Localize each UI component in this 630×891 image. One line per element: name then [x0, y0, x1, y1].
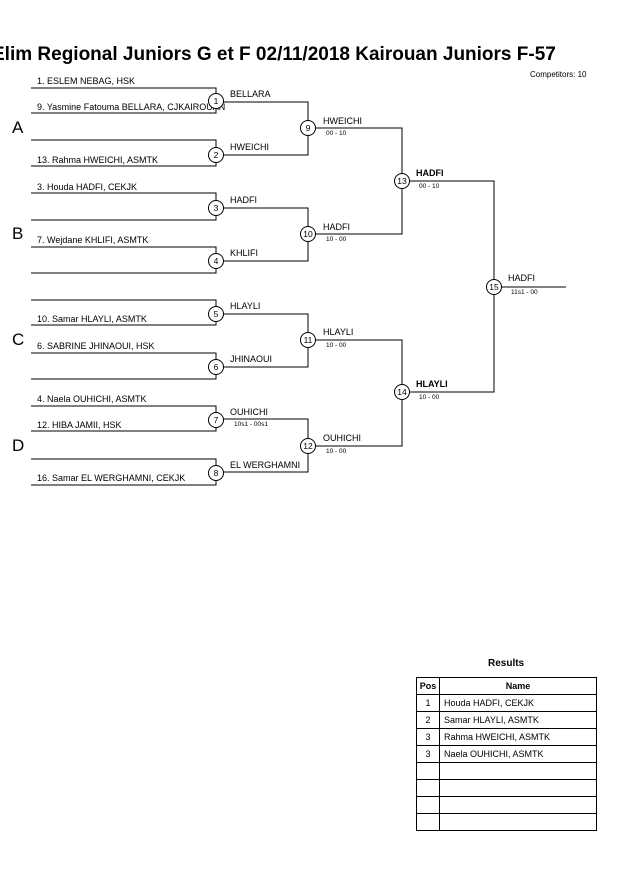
- column-header-pos: Pos: [416, 677, 440, 695]
- table-row: [416, 762, 597, 780]
- entry-line: 1. ESLEM NEBAG, HSK: [37, 76, 136, 86]
- result-pos: [416, 796, 440, 814]
- table-row: [416, 779, 597, 797]
- match-number: 6: [208, 359, 224, 375]
- match-winner: OUHICHI: [230, 407, 268, 417]
- match-winner: BELLARA: [230, 89, 271, 99]
- result-name: Houda HADFI, CEKJK: [439, 694, 597, 712]
- match-winner: JHINAOUI: [230, 354, 273, 364]
- result-pos: [416, 779, 440, 797]
- match-number: 13: [394, 173, 410, 189]
- match-winner: OUHICHI: [323, 433, 361, 443]
- match-number: 3: [208, 200, 224, 216]
- match-winner: KHLIFI: [230, 248, 259, 258]
- results-title: Results: [488, 658, 525, 669]
- match-number: 14: [394, 384, 410, 400]
- match-number: 8: [208, 465, 224, 481]
- result-name: [439, 796, 597, 814]
- column-header-name: Name: [439, 677, 597, 695]
- match-number: 10: [300, 226, 316, 242]
- match-score: 10 - 00: [419, 394, 440, 401]
- entry-line: 16. Samar EL WERGHAMNI, CEKJK: [37, 473, 186, 483]
- match-winner: HWEICHI: [230, 142, 269, 152]
- entry-line: 9. Yasmine Fatouma BELLARA, CJKAIROUAN: [37, 102, 226, 112]
- match-score: 10s1 - 00s1: [234, 421, 268, 428]
- match-winner: HADFI: [323, 222, 350, 232]
- match-winner: HADFI: [230, 195, 257, 205]
- match-number: 9: [300, 120, 316, 136]
- match-score: 00 - 10: [326, 130, 347, 137]
- match-score: 10 - 00: [326, 342, 347, 349]
- entry-line: 4. Naela OUHICHI, ASMTK: [37, 394, 147, 404]
- match-number: 1: [208, 93, 224, 109]
- page-title: Elim Regional Juniors G et F 02/11/2018 …: [0, 44, 556, 65]
- match-score: 00 - 10: [419, 183, 440, 190]
- entry-line: 3. Houda HADFI, CEKJK: [37, 182, 138, 192]
- match-winner: HWEICHI: [323, 116, 362, 126]
- result-name: Samar HLAYLI, ASMTK: [439, 711, 597, 729]
- match-winner: HLAYLI: [416, 379, 448, 389]
- entry-line: 12. HIBA JAMII, HSK: [37, 420, 122, 430]
- result-name: [439, 779, 597, 797]
- result-pos: 3: [416, 745, 440, 763]
- match-number: 12: [300, 438, 316, 454]
- competitors-count: Competitors: 10: [530, 70, 587, 79]
- table-row: [416, 796, 597, 814]
- match-winner: HLAYLI: [230, 301, 261, 311]
- table-header-row: Pos Name: [416, 677, 597, 695]
- entry-line: 10. Samar HLAYLI, ASMTK: [37, 314, 147, 324]
- result-name: Rahma HWEICHI, ASMTK: [439, 728, 597, 746]
- match-score: 11s1 - 00: [511, 289, 538, 296]
- match-winner: HADFI: [416, 168, 444, 178]
- entry-line: 13. Rahma HWEICHI, ASMTK: [37, 155, 159, 165]
- entry-line: 7. Wejdane KHLIFI, ASMTK: [37, 235, 149, 245]
- result-name: [439, 762, 597, 780]
- result-pos: 1: [416, 694, 440, 712]
- match-number: 2: [208, 147, 224, 163]
- match-number: 15: [486, 279, 502, 295]
- match-score: 10 - 00: [326, 448, 347, 455]
- pool-label-b: B: [12, 224, 24, 243]
- result-name: Naela OUHICHI, ASMTK: [439, 745, 597, 763]
- table-row: [416, 813, 597, 831]
- match-winner: EL WERGHAMNI: [230, 460, 301, 470]
- match-number: 11: [300, 332, 316, 348]
- result-pos: 2: [416, 711, 440, 729]
- result-pos: [416, 813, 440, 831]
- match-score: 10 - 00: [326, 236, 347, 243]
- pool-label-c: C: [12, 330, 25, 349]
- result-pos: [416, 762, 440, 780]
- result-name: [439, 813, 597, 831]
- match-number: 7: [208, 412, 224, 428]
- match-winner: HADFI: [508, 273, 535, 283]
- match-number: 5: [208, 306, 224, 322]
- pool-label-d: D: [12, 436, 25, 455]
- pool-label-a: A: [12, 118, 24, 137]
- result-pos: 3: [416, 728, 440, 746]
- match-winner: HLAYLI: [323, 327, 354, 337]
- match-number: 4: [208, 253, 224, 269]
- entry-line: 6. SABRINE JHINAOUI, HSK: [37, 341, 155, 351]
